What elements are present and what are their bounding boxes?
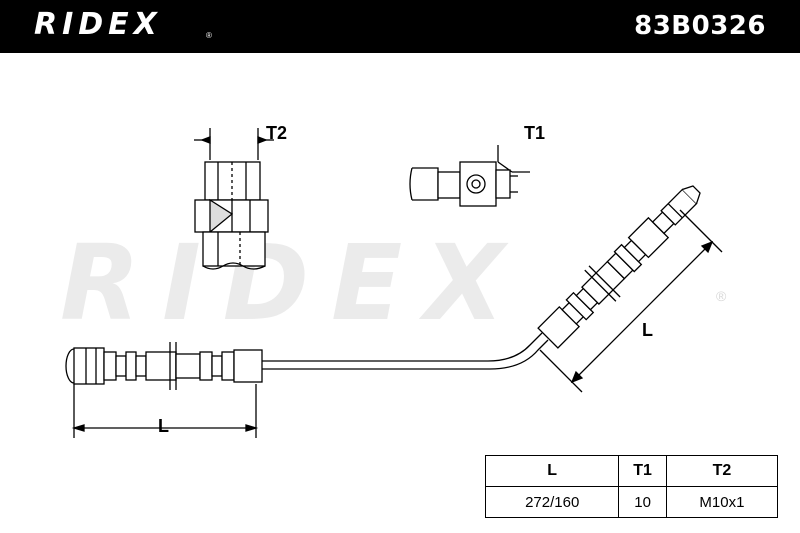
spec-table: L T1 T2 272/160 10 M10x1 [484,455,779,518]
brand-logo: RIDEX [34,7,162,42]
label-l-right: L [642,320,653,340]
spec-header-l: L [484,455,620,487]
brand-registered-mark: ® [206,31,212,40]
t1-fitting-detail [409,145,530,207]
label-t1: T1 [524,123,545,143]
spec-value-t2: M10x1 [665,486,779,518]
part-number: 83B0326 [634,11,766,41]
spec-header-t1: T1 [618,455,667,487]
dimension-l-left [71,384,259,438]
watermark-registered-mark: ® [716,288,727,304]
header-bar: RIDEX ® 83B0326 [0,0,800,53]
label-t2: T2 [266,123,287,143]
spec-table-value-row: 272/160 10 M10x1 [484,486,779,518]
spec-table-header-row: L T1 T2 [484,455,779,487]
t2-fitting-detail [194,128,274,270]
watermark-logo: RIDEX [60,222,527,344]
hose-right-end [537,185,701,349]
spec-header-t2: T2 [665,455,779,487]
dimension-l-right [539,209,723,393]
label-l-left: L [158,416,169,436]
spec-value-t1: 10 [618,486,667,518]
spec-value-l: 272/160 [484,486,620,518]
hose-left-end [65,342,263,390]
